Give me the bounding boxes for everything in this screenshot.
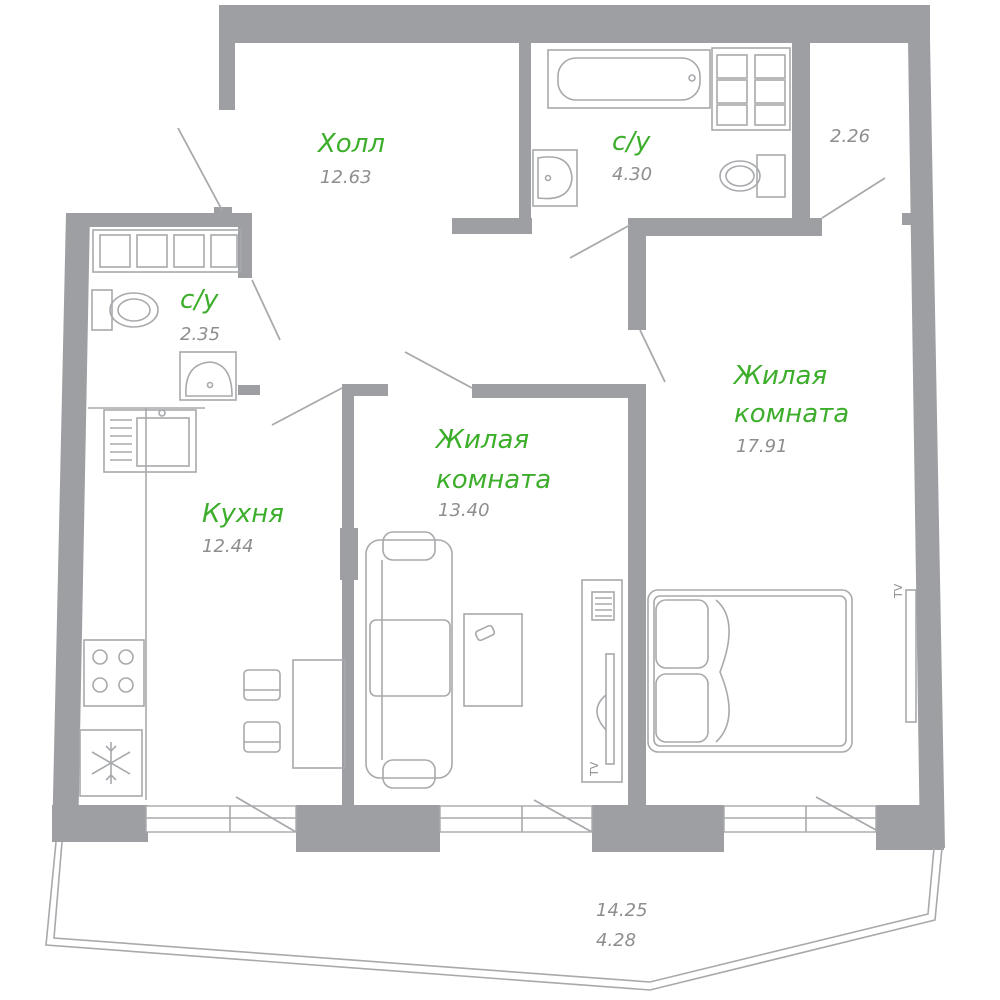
door-living-balcony — [533, 799, 593, 833]
bathtub — [547, 49, 711, 109]
label-bath-main-area: 4.30 — [612, 164, 652, 185]
sink-icon — [532, 149, 578, 207]
pier-2-lower — [296, 820, 336, 852]
wall-closet-bottom — [630, 218, 822, 236]
label-bath-small-name: с/у — [180, 285, 219, 315]
wall-bath-main-left — [519, 40, 531, 230]
dining-set — [243, 659, 346, 769]
wall-bath-main-right — [792, 40, 810, 218]
label-living-name-2: комната — [436, 465, 551, 495]
door-kitchen-swing — [271, 387, 343, 426]
wall-closet-right-stub — [902, 213, 914, 225]
wall-living-top — [472, 384, 642, 398]
walls — [52, 5, 945, 852]
door-living-swing — [404, 351, 473, 389]
bed-icon — [647, 589, 853, 753]
label-living-area: 13.40 — [438, 500, 490, 521]
wall-bath-small-stub — [238, 385, 260, 395]
windows — [145, 805, 877, 833]
wall-bath-main-bottom-left — [452, 218, 532, 234]
label-bedroom-name-2: комната — [734, 399, 849, 429]
wall-kitchen-living-thick — [340, 528, 358, 580]
balcony — [45, 841, 943, 991]
wall-living-right — [628, 384, 646, 814]
tv-bedroom — [905, 589, 917, 723]
doors — [177, 127, 886, 833]
door-closet-swing — [821, 177, 886, 219]
door-bedroom-swing — [639, 329, 666, 383]
door-entry-swing — [177, 127, 223, 211]
coffee-table — [463, 613, 523, 707]
label-balcony-area-1: 14.25 — [596, 900, 648, 921]
label-kitchen-name: Кухня — [202, 499, 284, 529]
wall-kitchen-living — [342, 384, 354, 814]
label-hall-name: Холл — [316, 129, 385, 159]
wall-left — [52, 213, 90, 842]
wall-bath-small-right — [238, 213, 252, 278]
wall-hall-small-stub — [214, 207, 232, 219]
label-living-name-1: Жилая — [434, 425, 529, 455]
stove-icon — [83, 639, 145, 707]
label-hall-area: 12.63 — [320, 167, 372, 188]
fridge-snowflake-icon — [79, 729, 143, 797]
washer-dryer-icon — [711, 47, 791, 131]
kitchen-sink-icon — [103, 409, 197, 473]
cabinet-row — [92, 229, 242, 273]
pier-1 — [52, 805, 148, 842]
window-bedroom — [723, 805, 877, 833]
room-labels: Холл 12.63 с/у 4.30 2.26 с/у 2.35 Кухня … — [180, 126, 905, 951]
door-kitchen-balcony — [235, 796, 297, 833]
label-kitchen-area: 12.44 — [202, 536, 254, 557]
door-bath-main-swing — [569, 224, 631, 259]
wall-top-left-jamb — [219, 5, 235, 110]
label-tv-bedroom: TV — [892, 583, 905, 599]
label-tv-living: TV — [588, 761, 601, 777]
wall-right — [908, 40, 945, 848]
wall-bath-small-top — [66, 213, 252, 227]
label-bedroom-name-1: Жилая — [732, 361, 827, 391]
window-kitchen — [145, 805, 297, 833]
wall-bedroom-left-upper — [628, 218, 646, 330]
pier-3-lower — [592, 820, 632, 852]
label-bath-small-area: 2.35 — [180, 324, 220, 345]
label-closet-area: 2.26 — [830, 126, 870, 147]
wall-top — [219, 5, 930, 43]
tv-stand-living — [581, 579, 623, 783]
door-bedroom-balcony — [815, 796, 877, 831]
toilet-small-icon — [91, 289, 159, 331]
label-balcony-area-2: 4.28 — [596, 930, 636, 951]
sink-small-icon — [179, 351, 237, 401]
sofa-icon — [365, 531, 453, 789]
label-bedroom-area: 17.91 — [736, 436, 788, 457]
door-bath-small-swing — [251, 279, 281, 341]
kitchen-counter — [88, 407, 205, 800]
pier-4 — [876, 805, 944, 850]
toilet-icon — [719, 154, 786, 198]
label-bath-main-name: с/у — [612, 127, 651, 157]
